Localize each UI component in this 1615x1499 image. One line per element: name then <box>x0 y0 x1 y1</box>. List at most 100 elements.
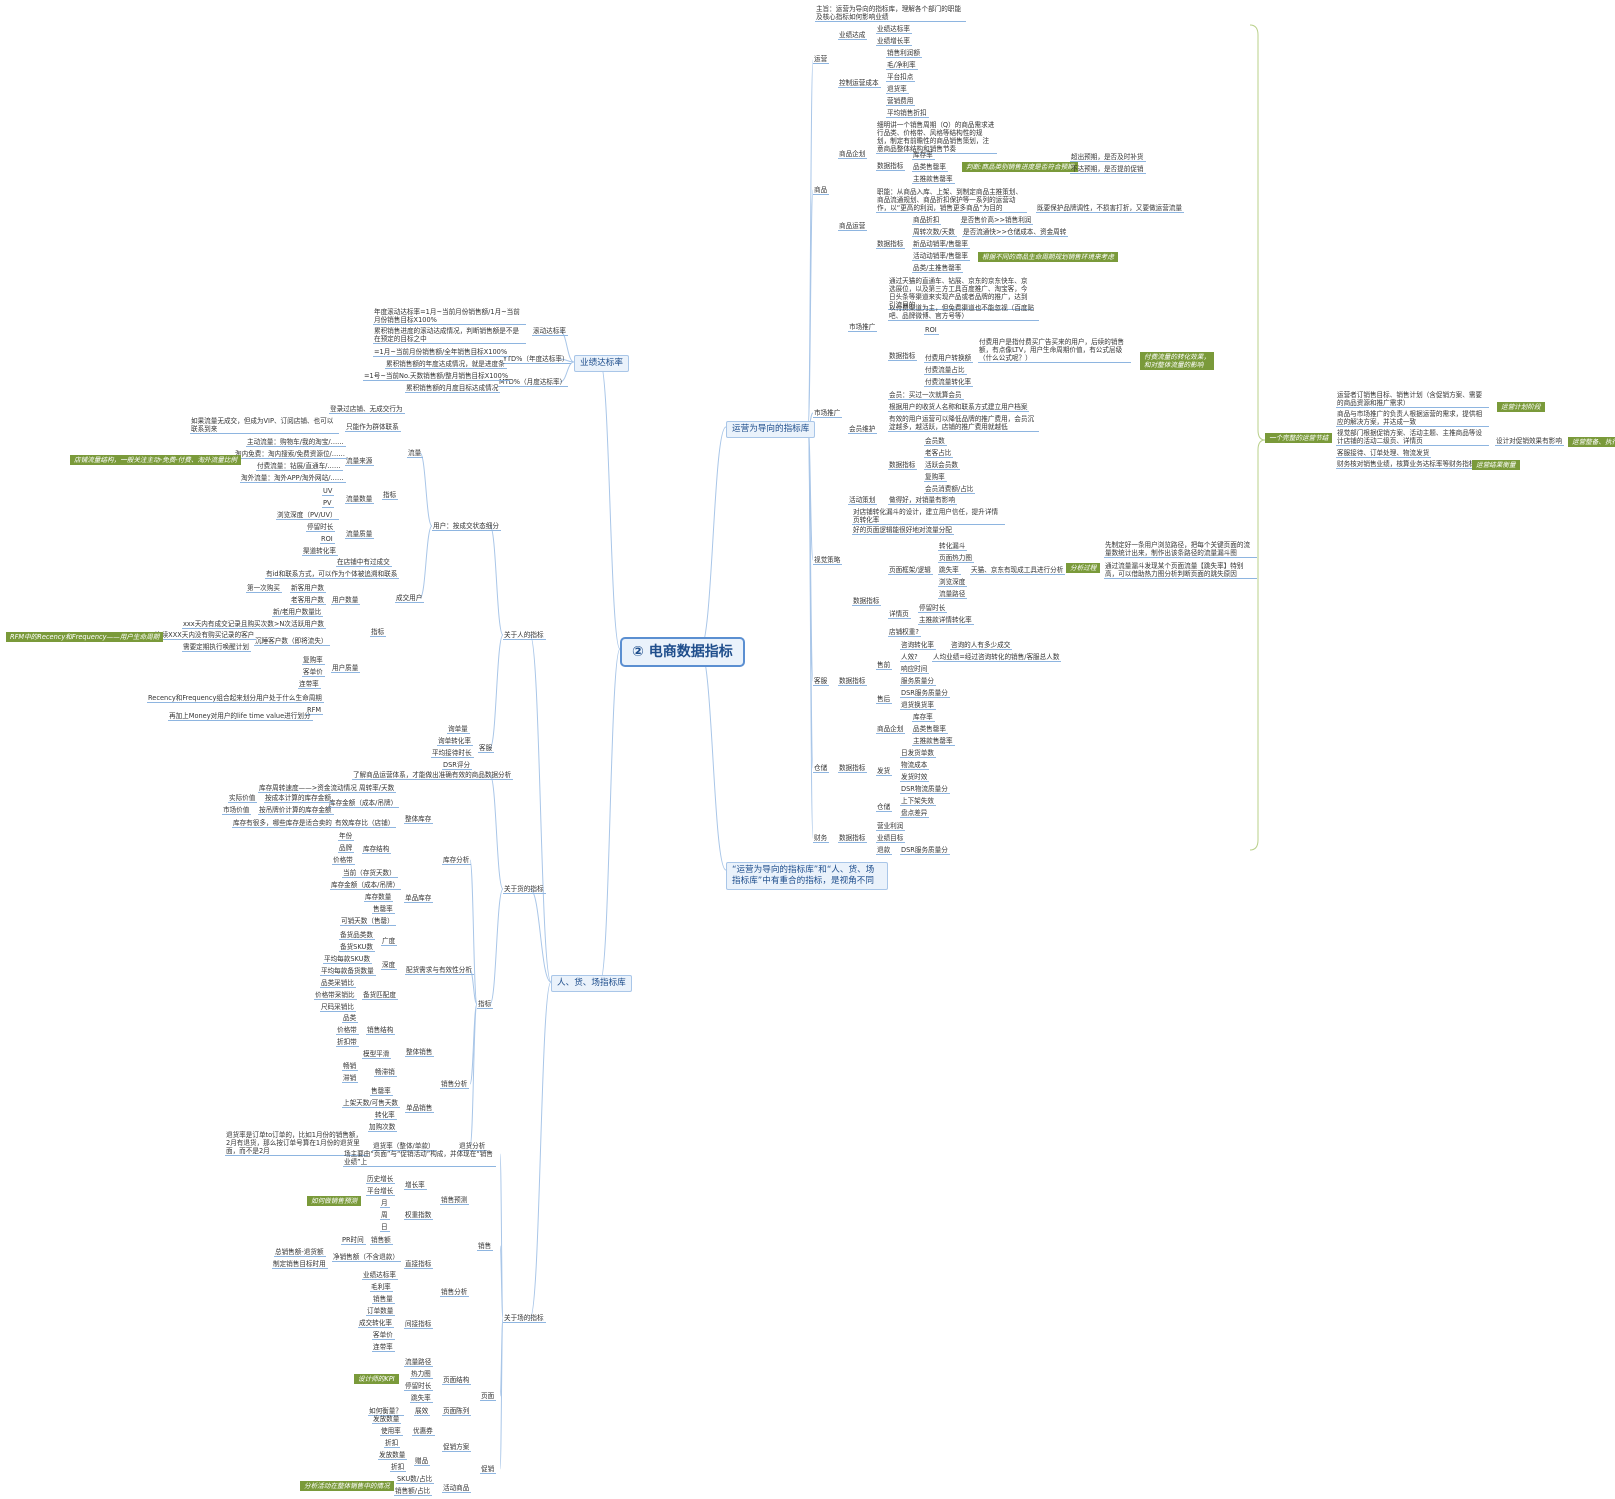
node-metric[interactable]: 数据指标 <box>838 764 868 773</box>
node-metric[interactable]: 数据指标 <box>876 240 906 249</box>
node-flow-quality[interactable]: 流量质量 <box>345 530 375 539</box>
node-whole-sales[interactable]: 整体销售 <box>405 1048 435 1057</box>
node-promo-plan[interactable]: 促销方案 <box>442 1443 472 1452</box>
leaf: ROI <box>320 535 335 544</box>
node-cost[interactable]: 控制运营成本 <box>838 79 881 88</box>
leaf-note: 如何衡量？ <box>368 1407 404 1416</box>
leaf: 发货时效 <box>900 773 930 782</box>
node-growth[interactable]: 增长率 <box>404 1181 427 1190</box>
node-ops[interactable]: 运营 <box>813 55 830 64</box>
node-flow-member[interactable]: 只能作为群体联系 <box>345 423 401 432</box>
node-user[interactable]: 用户：按成交状态细分 <box>432 522 501 531</box>
node-depth[interactable]: 深度 <box>381 961 398 970</box>
node-metric[interactable]: 数据指标 <box>852 597 882 606</box>
node-mtd[interactable]: MTD%（月度达标率） <box>498 378 569 387</box>
node-coupon[interactable]: 优惠券 <box>412 1427 435 1436</box>
node-single-sales[interactable]: 单品销售 <box>405 1104 435 1113</box>
node-sales-an[interactable]: 销售分析 <box>440 1288 470 1297</box>
node-metric[interactable]: 数据指标 <box>838 834 868 843</box>
leaf: 备货SKU数 <box>339 943 375 952</box>
node-page-struct[interactable]: 页面结构 <box>442 1376 472 1385</box>
node-stock[interactable]: 库存分析 <box>442 856 472 865</box>
node-supply[interactable]: 配货需求与有效性分析 <box>405 966 474 975</box>
node-goods-plan2[interactable]: 商品企划 <box>876 725 906 734</box>
root-node[interactable]: ② 电商数据指标 <box>620 637 745 667</box>
node-direct[interactable]: 直接指标 <box>404 1260 434 1269</box>
leaf: 品类采销比 <box>320 979 356 988</box>
node-store[interactable]: 仓储 <box>876 803 893 812</box>
node-goods-plan[interactable]: 商品企划 <box>838 150 868 159</box>
node-flow[interactable]: 流量 <box>407 449 424 458</box>
leaf-note: 天猫、京东有现成工具进行分析 <box>970 566 1066 575</box>
node-rolling[interactable]: 滚动达标率 <box>532 327 568 336</box>
node-flow-count[interactable]: 流量数量 <box>345 495 375 504</box>
node-detail[interactable]: 详情页 <box>888 610 911 619</box>
node-goods-metrics[interactable]: 关于货的指标 <box>503 885 546 894</box>
node-speed[interactable]: 畅滞销 <box>374 1068 397 1077</box>
node-user-quality[interactable]: 用户质量 <box>331 664 361 673</box>
node-promotion[interactable]: 促销 <box>480 1465 497 1474</box>
node-goods-run[interactable]: 商品运营 <box>838 222 868 231</box>
node-place[interactable]: 关于场的指标 <box>503 1314 546 1323</box>
node-cs[interactable]: 客服 <box>478 744 495 753</box>
node-match[interactable]: 备货匹配度 <box>362 991 398 1000</box>
node-whole-stock[interactable]: 整体库存 <box>404 815 434 824</box>
leaf: 订单数量 <box>366 1307 396 1316</box>
node-returns[interactable]: 退货分析 <box>458 1142 488 1151</box>
node-metric[interactable]: 指标 <box>477 1000 494 1009</box>
node-single-stock[interactable]: 单品库存 <box>404 894 434 903</box>
node-metric[interactable]: 数据指标 <box>876 162 906 171</box>
node-deal-user[interactable]: 成交用户 <box>395 594 425 603</box>
node-metric[interactable]: 数据指标 <box>888 352 918 361</box>
node-promo[interactable]: 市场推广 <box>848 323 878 332</box>
node-gift[interactable]: 赠品 <box>414 1457 431 1466</box>
node-ship[interactable]: 发货 <box>876 767 893 776</box>
node-pre[interactable]: 售前 <box>876 661 893 670</box>
connector-curve <box>469 969 478 1005</box>
leaf: 会员消费额/占比 <box>924 485 976 494</box>
leaf-note: 人均业绩=经过咨询转化的销售/客服总人数 <box>932 653 1062 662</box>
mtd-desc1: =1号~当前No.天数销售额/整月销售目标X100% <box>363 372 511 381</box>
branch-people-goods-place[interactable]: 人、货、场指标库 <box>551 975 632 992</box>
leaf: 业绩增长率 <box>876 37 912 46</box>
node-weight[interactable]: 权重指数 <box>404 1211 434 1220</box>
node-rfm[interactable]: RFM <box>306 706 324 715</box>
node-width[interactable]: 广度 <box>381 937 398 946</box>
node-metric[interactable]: 数据指标 <box>838 677 868 686</box>
node-sales[interactable]: 销售 <box>477 1242 494 1251</box>
node-page-display[interactable]: 页面陈列 <box>442 1407 472 1416</box>
node-post[interactable]: 售后 <box>876 695 893 704</box>
leaf: 折扣 <box>390 1463 407 1472</box>
leaf: 营销费用 <box>886 97 916 106</box>
node-sales-analysis[interactable]: 销售分析 <box>440 1080 470 1089</box>
leaf: 跳失率 <box>938 566 961 575</box>
node-flow-source[interactable]: 流量来源 <box>345 457 375 466</box>
node-ytd[interactable]: YTD%（年度达标率） <box>502 355 571 364</box>
connector-curve <box>699 426 727 650</box>
node-person[interactable]: 关于人的指标 <box>503 631 546 640</box>
node-finance[interactable]: 财务 <box>813 834 830 843</box>
node-indirect[interactable]: 间接指标 <box>404 1320 434 1329</box>
node-metric[interactable]: 指标 <box>382 491 399 500</box>
node-metric[interactable]: 数据指标 <box>888 461 918 470</box>
node-metric[interactable]: 指标 <box>370 628 387 637</box>
branch-perf-rate[interactable]: 业绩达标率 <box>574 355 629 372</box>
leaf-note: 第一次购买 <box>246 584 282 593</box>
node-page-logic[interactable]: 页面框架/逻辑 <box>888 566 933 575</box>
node-event-goods[interactable]: 活动商品 <box>442 1484 472 1493</box>
node-market[interactable]: 市场推广 <box>813 409 843 418</box>
node-perf[interactable]: 业绩达成 <box>838 31 868 40</box>
branch-overlap-note[interactable]: “运营为导向的指标库”和“人、货、场指标库”中有重合的指标，是视角不同 <box>726 862 888 890</box>
node-user-count[interactable]: 用户数量 <box>331 596 361 605</box>
node-forecast[interactable]: 销售预测 <box>440 1196 470 1205</box>
leaf: 库存金额（成本/吊牌） <box>330 881 402 890</box>
node-service[interactable]: 客服 <box>813 677 830 686</box>
node-visual[interactable]: 视觉策略 <box>813 556 843 565</box>
node-event[interactable]: 活动策划 <box>848 496 878 505</box>
node-goods[interactable]: 商品 <box>813 186 830 195</box>
node-page[interactable]: 页面 <box>480 1392 497 1401</box>
node-storage[interactable]: 仓储 <box>813 764 830 773</box>
node-member[interactable]: 会员维护 <box>848 425 878 434</box>
branch-ops-metrics[interactable]: 运营为导向的指标库 <box>726 421 816 438</box>
leaf: 年份 <box>338 832 355 841</box>
